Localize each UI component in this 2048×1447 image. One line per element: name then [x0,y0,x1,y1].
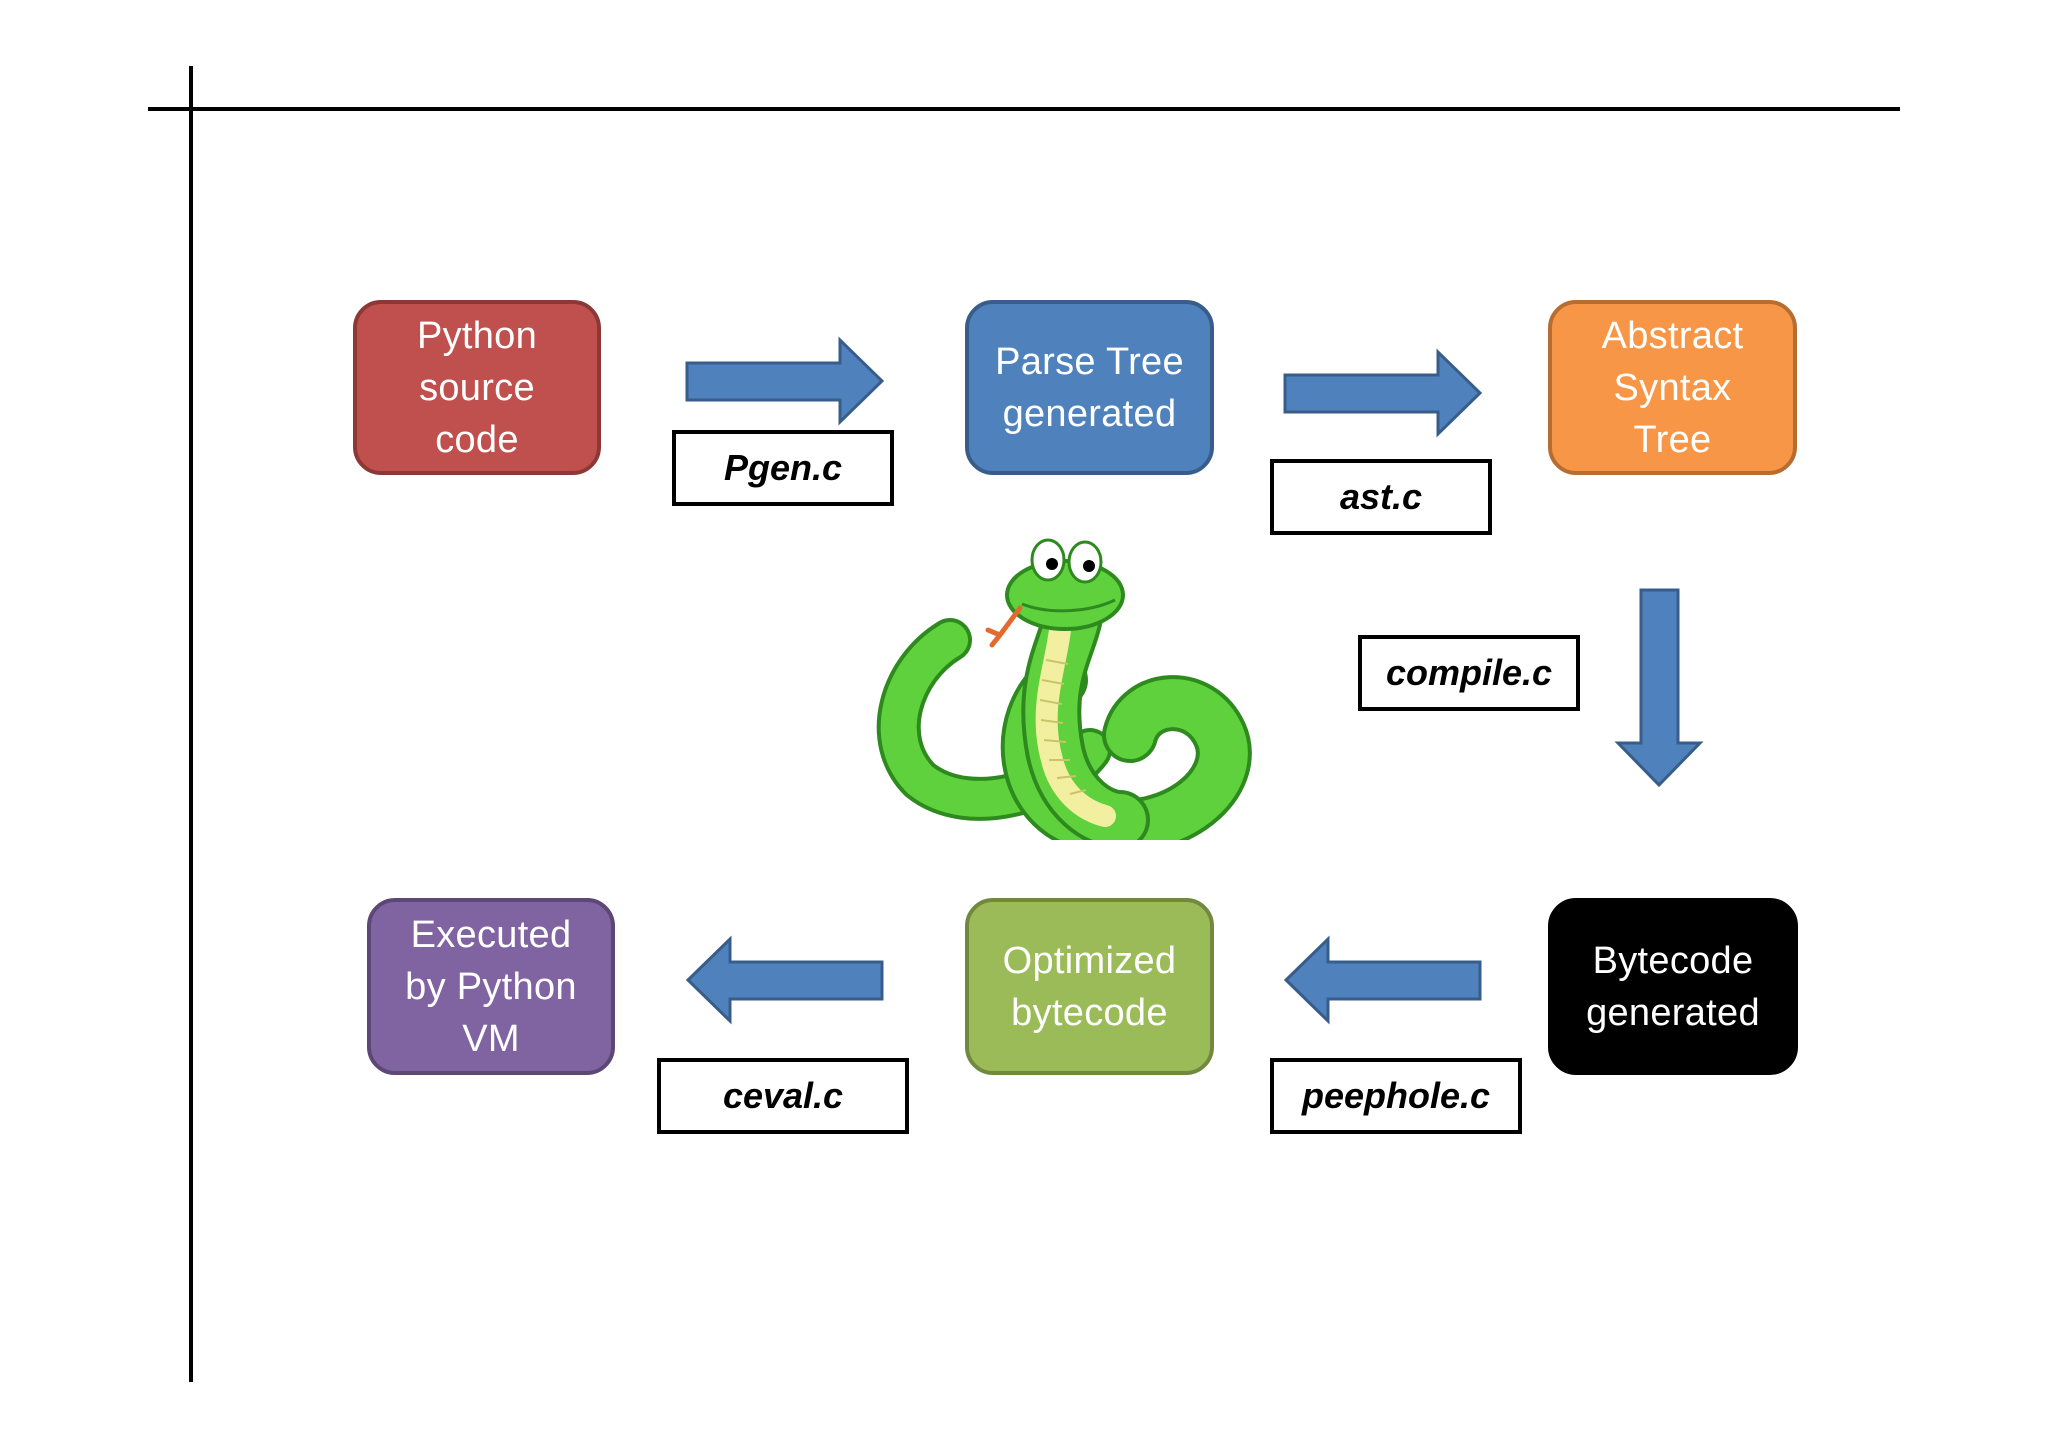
stage-label-line: Optimized [1002,939,1177,982]
step-label-compile: compile.c [1358,635,1580,711]
stage-label-line: Abstract [1601,314,1744,357]
step-label-peephole: peephole.c [1270,1058,1522,1134]
frame-left-line [189,66,193,1382]
stage-label-line: by Python [405,965,577,1008]
stage-label-line: Syntax [1613,366,1732,409]
stage-executed-by-python-vm: Executed by Python VM [367,898,615,1075]
stage-label-line: Python [416,314,538,357]
arrow-left-icon [1283,935,1482,1025]
stage-label-line: VM [462,1017,520,1060]
arrow-left-icon [685,935,884,1025]
stage-label-line: Parse Tree [995,340,1184,383]
stage-label-line: source [419,366,535,409]
step-label-ceval: ceval.c [657,1058,909,1134]
arrow-down-icon [1614,588,1704,788]
stage-label-line: bytecode [1011,991,1168,1034]
arrow-right-icon [685,336,885,426]
stage-optimized-bytecode: Optimized bytecode [965,898,1214,1075]
stage-label-line: Executed [410,913,572,956]
frame-top-line [148,107,1900,111]
stage-label-line: generated [1002,392,1177,435]
stage-python-source-code: Python source code [353,300,601,475]
snake-mascot-icon [876,538,1252,840]
stage-label-line: generated [1586,991,1760,1034]
stage-bytecode-generated: Bytecode generated [1548,898,1798,1075]
stage-label-line: Bytecode [1592,939,1754,982]
stage-parse-tree-generated: Parse Tree generated [965,300,1214,475]
stage-label-line: Tree [1633,418,1712,461]
step-label-ast: ast.c [1270,459,1492,535]
step-label-pgen: Pgen.c [672,430,894,506]
stage-abstract-syntax-tree: Abstract Syntax Tree [1548,300,1797,475]
arrow-right-icon [1283,348,1483,438]
stage-label-line: code [435,418,519,461]
